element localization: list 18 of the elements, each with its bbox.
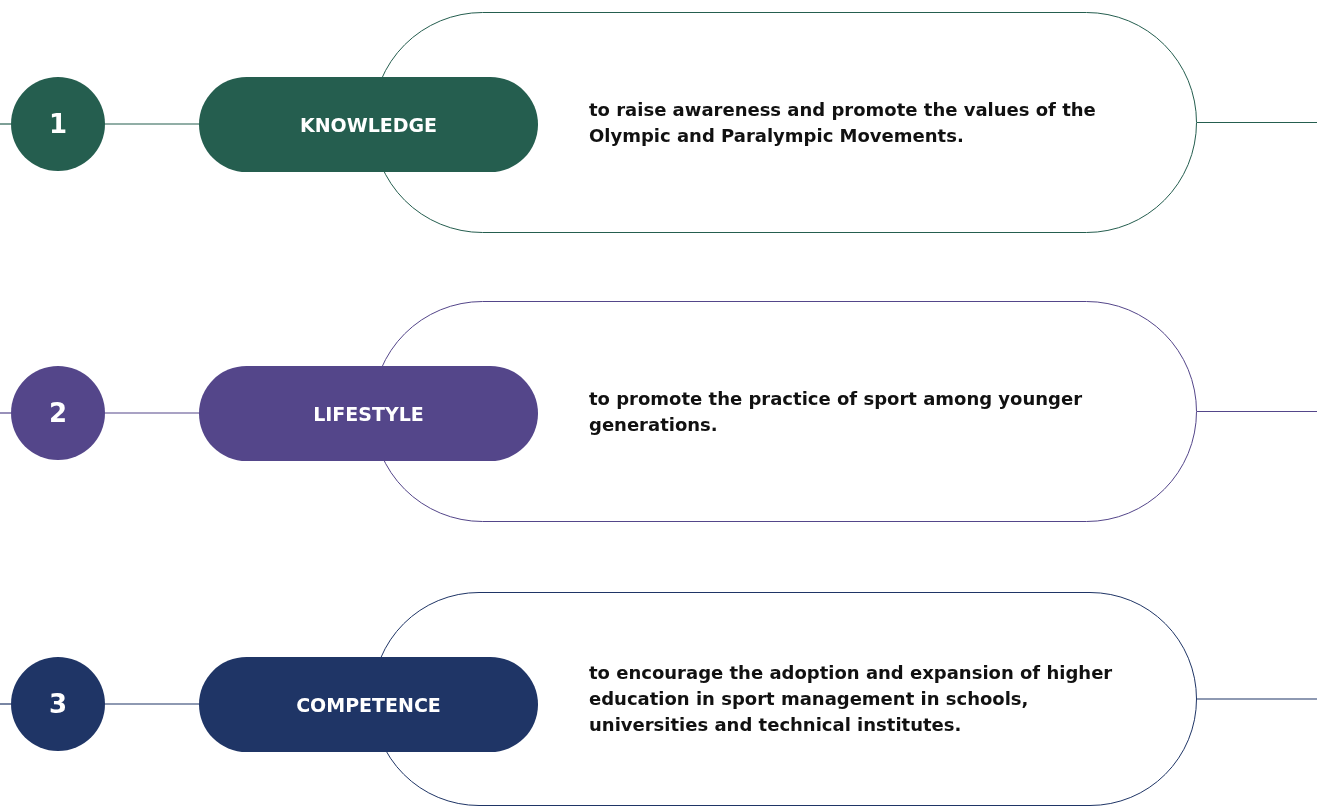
connector-line [0, 412, 12, 414]
description-text: to raise awareness and promote the values of the Olympic and Paralympic Movements. [589, 97, 1097, 148]
connector-line [0, 123, 12, 125]
number-circle: 1 [11, 77, 105, 171]
connector-line [0, 703, 12, 705]
description-text: to encourage the adoption and expansion of higher education in sport management in schools, universities and technical institutes. [589, 661, 1114, 737]
connector-line [104, 123, 200, 125]
description-text: to promote the practice of sport among younger generations. [589, 386, 1084, 437]
number-circle: 2 [11, 366, 105, 460]
category-pill: LIFESTYLE [199, 366, 538, 461]
connector-line [104, 412, 200, 414]
category-pill: KNOWLEDGE [199, 77, 538, 172]
connector-line [1196, 121, 1317, 124]
category-pill: COMPETENCE [199, 657, 538, 752]
number-circle: 3 [11, 657, 105, 751]
connector-line [1196, 698, 1317, 700]
connector-line [1196, 410, 1317, 413]
connector-line [104, 703, 200, 705]
